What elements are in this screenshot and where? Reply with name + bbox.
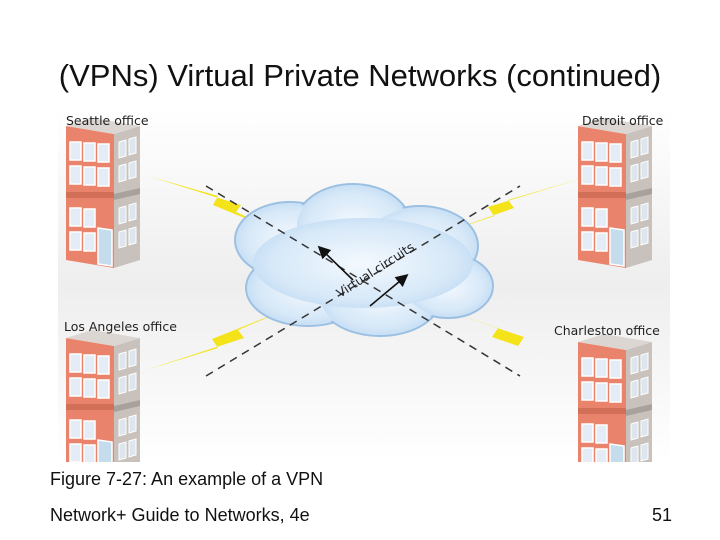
virtual-circuit-la-detroit [205, 185, 521, 377]
page-number: 51 [651, 505, 672, 525]
lightning-charleston [438, 308, 588, 370]
circuit-arrow-lower [369, 273, 409, 307]
charleston-building [577, 333, 653, 462]
los-angeles-building [65, 329, 141, 462]
vpn-diagram-graphic: Virtual circuits [58, 108, 670, 462]
figure-caption: Figure 7-27: An example of a VPN [50, 469, 324, 489]
lightning-los-angeles [146, 308, 290, 370]
lightning-detroit [430, 178, 583, 238]
seattle-office-label: Seattle office [66, 113, 149, 128]
circuit-arrow-upper [317, 245, 354, 281]
detroit-office-label: Detroit office [582, 113, 664, 128]
los-angeles-office-label: Los Angeles office [64, 319, 177, 334]
seattle-building [65, 117, 141, 269]
detroit-building [577, 117, 653, 269]
internet-cloud [234, 183, 494, 337]
footer-text: Network+ Guide to Networks, 4e [50, 505, 310, 525]
slide-title: (VPNs) Virtual Private Networks (continu… [58, 58, 662, 93]
vpn-diagram: Virtual circuits Seattle office Detroit … [58, 108, 670, 462]
charleston-office-label: Charleston office [554, 323, 660, 338]
